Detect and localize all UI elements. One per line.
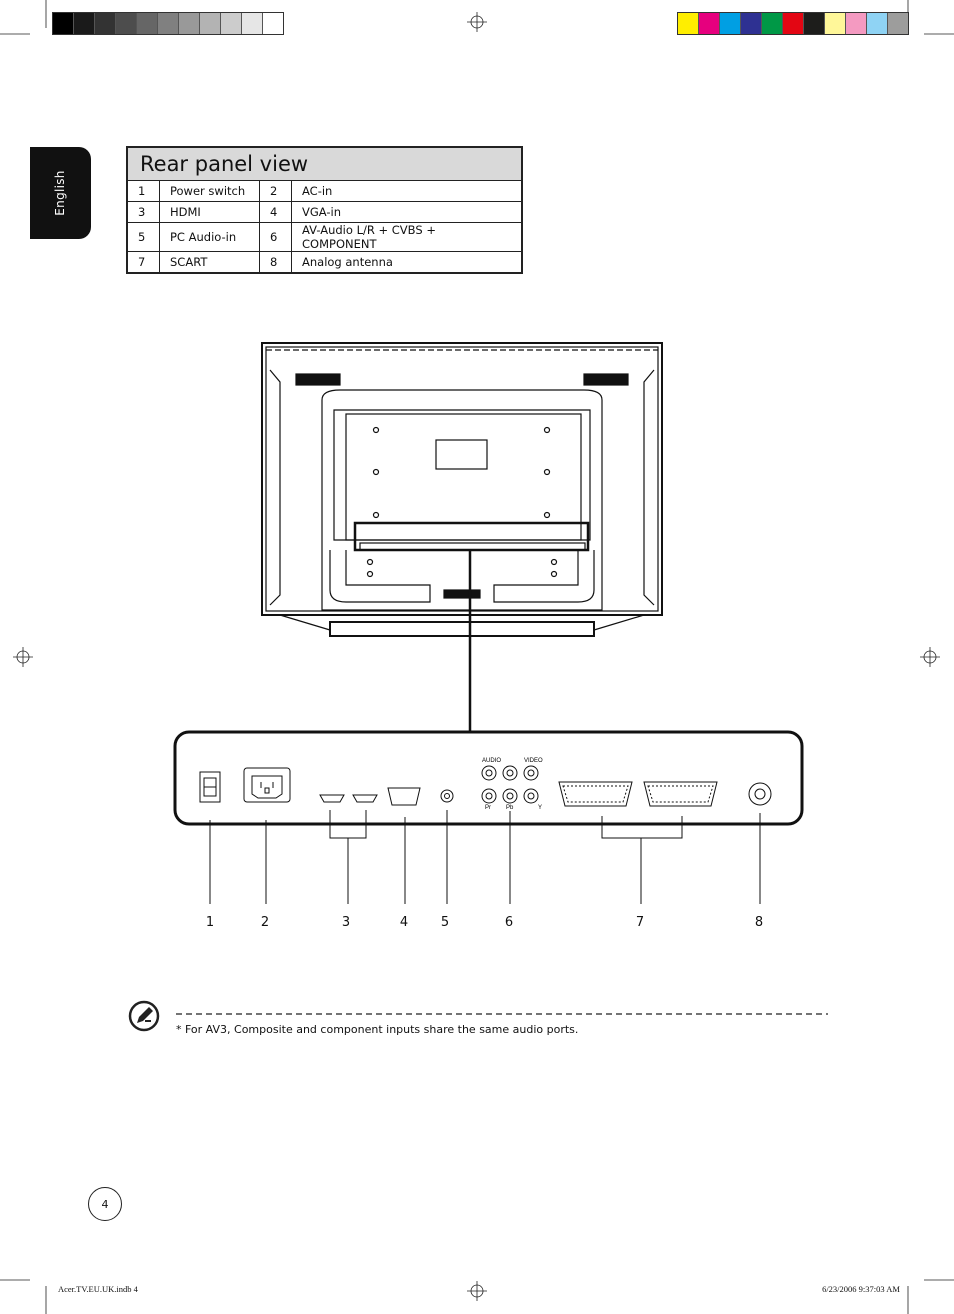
color-swatch	[867, 13, 888, 34]
color-swatch	[762, 13, 783, 34]
audio-label: AUDIO	[482, 758, 501, 764]
color-swatch	[221, 13, 242, 34]
table-row: 5 PC Audio-in 6 AV-Audio L/R + CVBS + CO…	[126, 222, 523, 252]
color-swatch	[95, 13, 116, 34]
table-row: 3 HDMI 4 VGA-in	[126, 201, 523, 223]
pr-label: Pr	[485, 805, 491, 811]
grayscale-calibration-bar	[52, 12, 284, 35]
item-number: 1	[126, 180, 160, 202]
color-swatch	[741, 13, 762, 34]
note-divider	[176, 1013, 828, 1015]
item-number: 4	[259, 201, 292, 223]
color-swatch	[158, 13, 179, 34]
item-label: AC-in	[291, 180, 523, 202]
color-swatch	[804, 13, 825, 34]
footer-file-info: Acer.TV.EU.UK.indb 4	[58, 1284, 138, 1294]
item-number: 6	[259, 222, 292, 252]
video-label: VIDEO	[524, 758, 543, 764]
callout-number: 6	[504, 915, 514, 930]
color-swatch	[242, 13, 263, 34]
color-swatch	[699, 13, 720, 34]
color-swatch	[888, 13, 908, 34]
language-tab: English	[30, 147, 91, 239]
color-swatch	[783, 13, 804, 34]
color-swatch	[200, 13, 221, 34]
color-swatch	[825, 13, 846, 34]
item-label: SCART	[159, 251, 260, 274]
page-number: 4	[88, 1187, 122, 1221]
color-swatch	[720, 13, 741, 34]
item-number: 8	[259, 251, 292, 274]
item-label: AV-Audio L/R + CVBS + COMPONENT	[291, 222, 523, 252]
footer-timestamp: 6/23/2006 9:37:03 AM	[822, 1284, 900, 1294]
item-number: 5	[126, 222, 160, 252]
item-label: Analog antenna	[291, 251, 523, 274]
item-label: PC Audio-in	[159, 222, 260, 252]
color-swatch	[137, 13, 158, 34]
color-swatch	[74, 13, 95, 34]
item-label: HDMI	[159, 201, 260, 223]
color-swatch	[263, 13, 283, 34]
item-number: 7	[126, 251, 160, 274]
color-swatch	[678, 13, 699, 34]
registration-mark-icon	[13, 12, 940, 1301]
callout-number: 5	[440, 915, 450, 930]
callout-number: 2	[260, 915, 270, 930]
y-label: Y	[538, 805, 542, 811]
callout-number: 1	[205, 915, 215, 930]
item-label: VGA-in	[291, 201, 523, 223]
tv-rear-illustration	[261, 342, 663, 637]
callout-number: 4	[399, 915, 409, 930]
language-tab-label: English	[53, 170, 67, 216]
callout-number: 8	[754, 915, 764, 930]
connector-panel-closeup: AUDIO VIDEO Pr Pb Y	[173, 550, 804, 904]
item-number: 3	[126, 201, 160, 223]
table-row: 1 Power switch 2 AC-in	[126, 180, 523, 202]
pb-label: Pb	[506, 805, 514, 811]
note-text: * For AV3, Composite and component input…	[176, 1023, 579, 1036]
table-row: 7 SCART 8 Analog antenna	[126, 251, 523, 274]
rear-panel-table: Rear panel view 1 Power switch 2 AC-in 3…	[126, 146, 523, 274]
color-swatch	[846, 13, 867, 34]
table-title: Rear panel view	[127, 147, 522, 181]
item-label: Power switch	[159, 180, 260, 202]
color-calibration-bar	[677, 12, 909, 35]
color-swatch	[116, 13, 137, 34]
callout-number: 7	[635, 915, 645, 930]
callout-number: 3	[341, 915, 351, 930]
note-pencil-icon	[128, 1000, 160, 1032]
item-number: 2	[259, 180, 292, 202]
color-swatch	[53, 13, 74, 34]
color-swatch	[179, 13, 200, 34]
